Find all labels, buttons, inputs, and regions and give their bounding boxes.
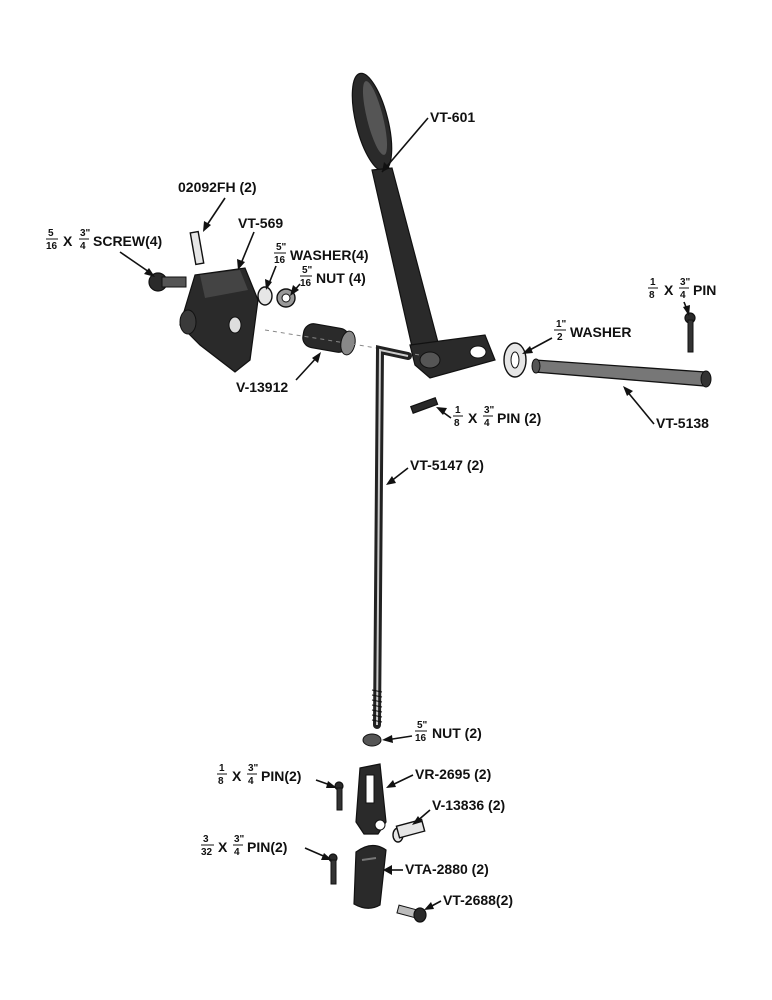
washer-516 [257,286,273,306]
rod-vt5147 [371,345,412,729]
svg-text:5": 5" [417,720,428,731]
svg-text:X: X [468,410,478,426]
grip-vta2880 [353,844,387,909]
svg-text:16: 16 [300,278,312,289]
label-vt601: VT-601 [430,109,475,125]
screw-516 [148,272,187,292]
svg-text:NUT (4): NUT (4) [316,270,366,286]
svg-text:5": 5" [276,242,287,253]
svg-text:3": 3" [680,277,691,288]
label-vt569: VT-569 [238,215,283,231]
svg-text:PIN (2): PIN (2) [497,410,541,426]
pin-middle [409,396,439,414]
svg-text:16: 16 [46,241,58,252]
svg-text:3: 3 [203,834,209,845]
svg-text:4: 4 [234,847,240,858]
svg-text:4: 4 [248,776,254,787]
label-v13836: V-13836 (2) [432,797,505,813]
pin-left [334,781,344,811]
screw-vt2688 [396,904,427,923]
svg-text:PIN(2): PIN(2) [261,768,301,784]
nut-516 [276,288,296,308]
label-pin-mid: 1 8 X 3" 4 PIN (2) [453,405,541,429]
label-nut2: 5" 16 NUT (2) [415,720,482,744]
pin-top-right [684,312,696,353]
bushing-v13912 [302,323,356,356]
washer-12 [503,342,527,378]
label-nut-516: 5" 16 NUT (4) [300,265,366,289]
svg-text:WASHER(4): WASHER(4) [290,247,369,263]
label-vr2695: VR-2695 (2) [415,766,491,782]
svg-text:3": 3" [248,763,259,774]
svg-text:3": 3" [484,405,495,416]
label-vt2688: VT-2688(2) [443,892,513,908]
svg-text:1: 1 [219,763,225,774]
svg-text:NUT (2): NUT (2) [432,725,482,741]
label-vt5138: VT-5138 [656,415,709,431]
svg-text:1: 1 [455,405,461,416]
svg-text:X: X [63,233,73,249]
svg-text:X: X [218,839,228,855]
pin-v13836 [392,818,426,843]
lever-vt601 [351,72,496,379]
label-washer-12: 1" 2 WASHER [554,319,631,343]
svg-text:3": 3" [80,228,91,239]
svg-text:PIN(2): PIN(2) [247,839,287,855]
label-pin-low: 3 32 X 3" 4 PIN(2) [201,834,287,858]
clevis-vr2695 [355,763,387,835]
label-vt5147: VT-5147 (2) [410,457,484,473]
label-v13912: V-13912 [236,379,288,395]
label-02092fh: 02092FH (2) [178,179,257,195]
svg-text:SCREW(4): SCREW(4) [93,233,162,249]
svg-text:8: 8 [218,776,224,787]
svg-text:32: 32 [201,847,213,858]
label-washer-516: 5" 16 WASHER(4) [274,242,369,266]
svg-text:16: 16 [274,255,286,266]
svg-text:4: 4 [484,418,490,429]
svg-text:16: 16 [415,733,427,744]
label-screw: 5 16 X 3" 4 SCREW(4) [46,228,162,252]
svg-text:8: 8 [649,290,655,301]
svg-text:4: 4 [80,241,86,252]
bracket-vt569 [179,267,259,373]
svg-text:1": 1" [556,319,567,330]
svg-text:5": 5" [302,265,313,276]
svg-text:3": 3" [234,834,245,845]
svg-text:1: 1 [650,277,656,288]
shaft-vt5138 [531,358,712,388]
svg-text:4: 4 [680,290,686,301]
svg-text:WASHER: WASHER [570,324,631,340]
pin-02092fh [189,230,205,266]
svg-text:8: 8 [454,418,460,429]
svg-text:PIN: PIN [693,282,716,298]
svg-text:5: 5 [48,228,54,239]
label-vta2880: VTA-2880 (2) [405,861,489,877]
label-pin-top: 1 8 X 3" 4 PIN [648,277,716,301]
svg-text:X: X [664,282,674,298]
label-pin-left: 1 8 X 3" 4 PIN(2) [217,763,301,787]
nut-516-bottom [362,733,382,747]
svg-text:2: 2 [557,332,563,343]
svg-text:X: X [232,768,242,784]
